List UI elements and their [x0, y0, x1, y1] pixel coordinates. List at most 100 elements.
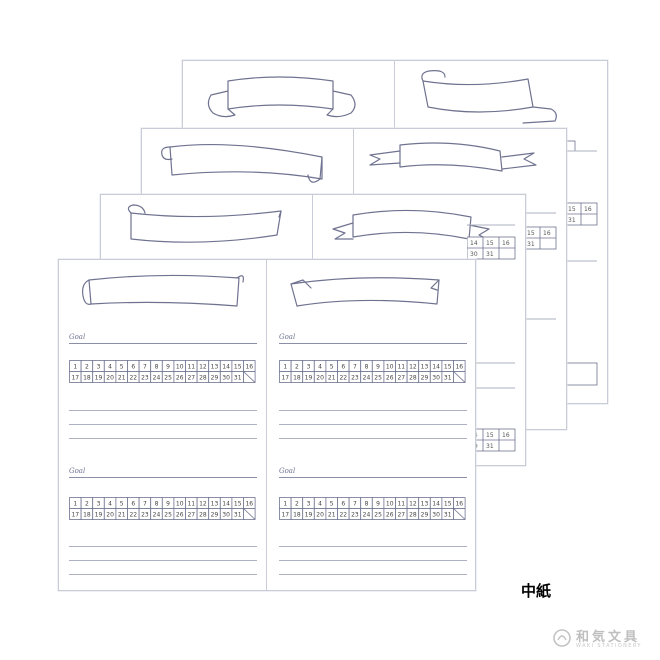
caption-label: 中紙 [521, 582, 552, 600]
note-line [279, 438, 467, 439]
tracker-day-number: 26 [176, 512, 184, 519]
goal-label: Goal [69, 467, 86, 475]
svg-text:15: 15 [486, 432, 494, 439]
tracker-day-number: 4 [318, 364, 322, 371]
page-divider [266, 260, 267, 590]
tracker-day-number: 10 [386, 364, 394, 371]
tracker-day-number: 8 [155, 501, 159, 508]
tracker-day-number: 1 [73, 501, 77, 508]
tracker-day-number: 18 [293, 375, 301, 382]
svg-text:15: 15 [527, 230, 535, 237]
tracker-day-number: 6 [131, 364, 135, 371]
tracker-day-number: 8 [365, 501, 369, 508]
tracker-day-number: 22 [129, 512, 137, 519]
tracker-day-number: 24 [363, 375, 371, 382]
tracker-day-number: 31 [444, 512, 452, 519]
tracker-day-number: 19 [95, 375, 103, 382]
tracker-day-number: 5 [120, 364, 124, 371]
svg-text:15: 15 [568, 206, 576, 213]
tracker-day-number: 3 [97, 501, 101, 508]
tracker-day-number: 12 [199, 501, 207, 508]
svg-text:16: 16 [543, 230, 551, 237]
note-line [279, 546, 467, 547]
tracker-day-number: 9 [376, 364, 380, 371]
tracker-day-number: 7 [143, 501, 147, 508]
brand-logo: 和気文具 WAKI STATIONERY [548, 626, 658, 656]
tracker-day-number: 31 [234, 512, 242, 519]
goal-label: Goal [69, 333, 86, 341]
tracker-day-number: 20 [106, 512, 114, 519]
tracker-cell-slash [453, 371, 466, 383]
tracker-day-number: 31 [234, 375, 242, 382]
tracker-day-number: 23 [141, 512, 149, 519]
tracker-day-number: 28 [409, 375, 417, 382]
tracker-cell-slash [453, 508, 466, 520]
tracker-day-number: 21 [328, 375, 336, 382]
tracker-day-number: 5 [120, 501, 124, 508]
tracker-day-number: 6 [131, 501, 135, 508]
tracker-day-number: 2 [295, 364, 299, 371]
tracker-day-number: 20 [106, 375, 114, 382]
brand-mark-icon [553, 629, 571, 647]
tracker-day-number: 29 [211, 375, 219, 382]
note-line [69, 438, 257, 439]
tracker-day-number: 15 [234, 364, 242, 371]
tracker-day-number: 20 [316, 375, 324, 382]
tracker-day-number: 28 [409, 512, 417, 519]
tracker-day-number: 26 [386, 512, 394, 519]
tracker-day-number: 22 [339, 375, 347, 382]
tracker-day-number: 5 [330, 501, 334, 508]
tracker-day-number: 12 [199, 364, 207, 371]
ribbon-banner-icon [161, 142, 537, 183]
tracker-day-number: 11 [397, 364, 405, 371]
note-line [279, 424, 467, 425]
tracker-day-number: 27 [187, 512, 195, 519]
ribbon-banner-icon [127, 204, 492, 243]
tracker-day-number: 24 [153, 375, 161, 382]
goal-rule [279, 477, 467, 478]
tracker-day-number: 29 [421, 375, 429, 382]
tracker-day-number: 27 [397, 375, 405, 382]
tracker-day-number: 23 [351, 512, 359, 519]
tracker-day-number: 9 [166, 364, 170, 371]
tracker-day-number: 3 [307, 364, 311, 371]
tracker-day-number: 30 [432, 375, 440, 382]
goal-rule [69, 343, 257, 344]
tracker-day-number: 13 [421, 364, 429, 371]
tracker-day-number: 30 [432, 512, 440, 519]
tracker-day-number: 30 [222, 512, 230, 519]
tracker-day-number: 17 [281, 375, 289, 382]
tracker-day-number: 18 [83, 375, 91, 382]
tracker-day-number: 27 [397, 512, 405, 519]
svg-text:14: 14 [470, 240, 478, 247]
tracker-day-number: 25 [164, 375, 172, 382]
svg-text:31: 31 [486, 251, 494, 258]
tracker-day-number: 16 [245, 501, 253, 508]
tracker-day-number: 13 [211, 364, 219, 371]
tracker-day-number: 29 [211, 512, 219, 519]
tracker-day-number: 27 [187, 375, 195, 382]
goal-rule [279, 343, 467, 344]
tracker-day-number: 12 [409, 364, 417, 371]
tracker-day-number: 20 [316, 512, 324, 519]
tracker-day-number: 13 [211, 501, 219, 508]
tracker-day-number: 24 [153, 512, 161, 519]
tracker-day-number: 6 [341, 501, 345, 508]
tracker-day-number: 28 [199, 375, 207, 382]
tracker-cell-slash [243, 508, 256, 520]
tracker-day-number: 12 [409, 501, 417, 508]
tracker-day-number: 31 [444, 375, 452, 382]
tracker-day-number: 16 [455, 501, 463, 508]
tracker-day-number: 16 [455, 364, 463, 371]
tracker-day-number: 30 [222, 375, 230, 382]
tracker-day-number: 2 [85, 501, 89, 508]
tracker-day-number: 21 [328, 512, 336, 519]
tracker-day-number: 3 [307, 501, 311, 508]
tracker-day-number: 19 [305, 375, 313, 382]
